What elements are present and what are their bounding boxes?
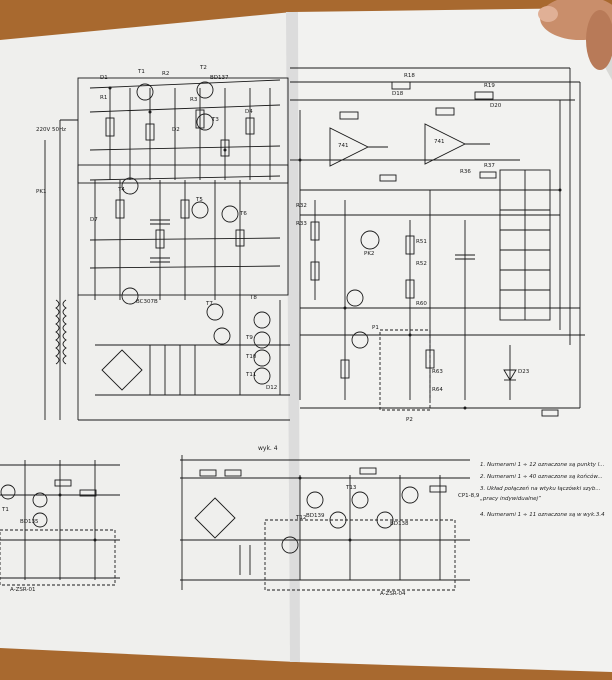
opamp1-label: 741	[338, 143, 349, 149]
bl-bd135-label: BD135	[20, 519, 39, 525]
t7-label: T7	[206, 301, 213, 307]
finger-thumb	[538, 0, 612, 70]
r64-label: R64	[432, 387, 443, 393]
opamp2-label: 741	[434, 139, 445, 145]
bm-t12-label: T12	[296, 515, 307, 521]
mains-label: 220V 50Hz	[36, 127, 67, 133]
t11-label: T11	[246, 372, 257, 378]
bm-azsr04-label: A-ZSR-04	[380, 591, 406, 597]
d20-label: D20	[490, 103, 502, 109]
note-4: 4. Numerami 1 ÷ 11 oznaczone są w wyk.3.…	[480, 512, 605, 518]
note-3b: „pracy indywidualnej”	[480, 496, 541, 502]
bc307b-label: BC307B	[136, 299, 158, 305]
d2-label: D2	[172, 127, 180, 133]
paper-right-page	[292, 8, 612, 672]
bm-bd139-label: BD139	[306, 513, 325, 519]
d4-label: D4	[245, 109, 253, 115]
p2-label: P2	[406, 417, 413, 423]
t4-label: T4	[118, 187, 125, 193]
r37-label: R37	[484, 163, 495, 169]
r36-label: R36	[460, 169, 471, 175]
note-1: 1. Numerami 1 ÷ 12 oznaczone są punkty l…	[480, 462, 605, 468]
t10-label: T10	[246, 354, 257, 360]
r1-label: R1	[100, 95, 108, 101]
d1-label: D1	[100, 75, 108, 81]
t3-label: T3	[212, 117, 219, 123]
junction-dots	[58, 86, 562, 542]
paper-left-page	[0, 12, 296, 662]
r52-label: R52	[416, 261, 427, 267]
bm-cp1-label: CP1-8,9	[458, 493, 480, 499]
note-3: 3. Układ połączeń na wtyku łączówki szyb…	[480, 486, 601, 492]
r18-label: R18	[404, 73, 415, 79]
t9-label: T9	[246, 335, 253, 341]
d23-label: D23	[518, 369, 530, 375]
bl-azsr01-label: A-ZSR-01	[10, 587, 36, 593]
t8-label: T8	[250, 295, 257, 301]
p1-label: P1	[372, 325, 379, 331]
bl-t1-label: T1	[2, 507, 9, 513]
r51-label: R51	[416, 239, 427, 245]
r63-label: R63	[432, 369, 443, 375]
bm-t13-label: T13	[346, 485, 357, 491]
t2-label: T2	[200, 65, 207, 71]
d18-label: D18	[392, 91, 404, 97]
note-2: 2. Numerami 1 ÷ 40 oznaczone są końców..…	[480, 474, 603, 480]
wyk4-title: wyk. 4	[258, 445, 278, 452]
d12-label: D12	[266, 385, 278, 391]
r33-label: R33	[296, 221, 307, 227]
d7-label: D7	[90, 217, 98, 223]
r19-label: R19	[484, 83, 495, 89]
schematic-drawing	[0, 67, 585, 591]
bm-bd138-label: BD138	[390, 521, 409, 527]
pk1-label: PK1	[36, 189, 47, 195]
r32-label: R32	[296, 203, 307, 209]
r3-label: R3	[190, 97, 198, 103]
pk2-label: PK2	[364, 251, 375, 257]
r2-label: R2	[162, 71, 170, 77]
t5-label: T5	[196, 197, 203, 203]
r60-label: R60	[416, 301, 427, 307]
t6-label: T6	[240, 211, 247, 217]
bd137-label: BD137	[210, 75, 229, 81]
paper-crease	[286, 12, 300, 662]
t1-label: T1	[138, 69, 145, 75]
